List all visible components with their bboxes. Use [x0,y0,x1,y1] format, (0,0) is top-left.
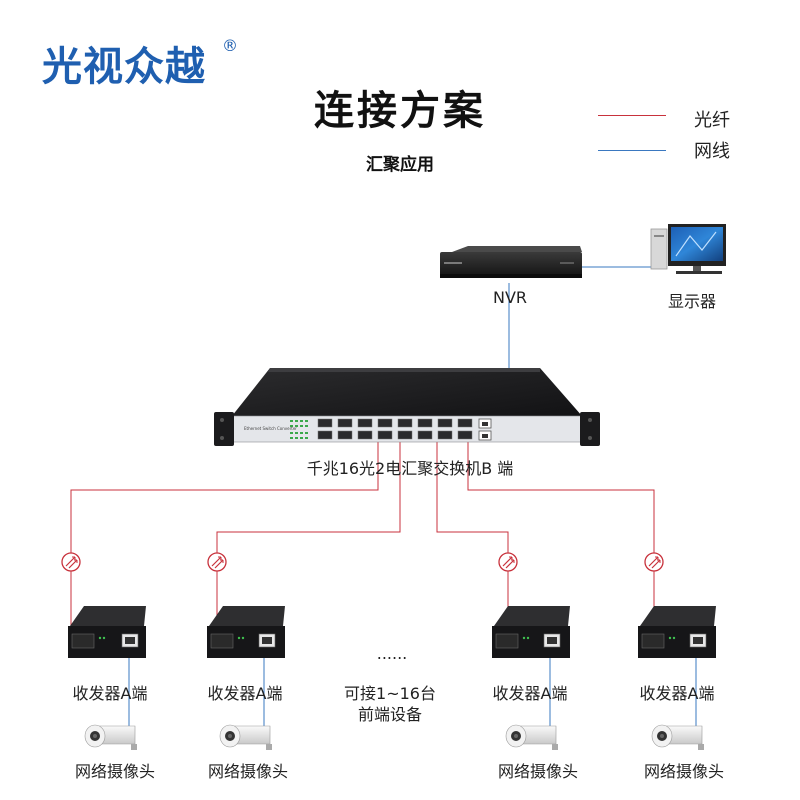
camera-icon [505,724,558,750]
monitor-label: 显示器 [667,292,716,311]
fiber-connector-icon [644,552,664,572]
capacity-label-line2: 前端设备 [357,705,422,724]
transceiver-icons [68,606,716,658]
capacity-label-line1: 可接1~16台 [344,684,436,703]
camera-icon [651,724,704,750]
transceiver-icon [638,606,716,658]
legend-fiber-line [598,115,666,116]
camera-label: 网络摄像头 [74,762,155,781]
camera-label: 网络摄像头 [497,762,578,781]
transceiver-label: 收发器A端 [639,684,715,703]
legend-cable-line [598,150,666,151]
fiber-line-2 [216,440,401,640]
fiber-line-3 [436,440,509,640]
fiber-connector-icons [61,552,664,572]
transceiver-label: 收发器A端 [72,684,148,703]
page-subtitle: 汇聚应用 [366,155,434,175]
camera-icon [219,724,272,750]
fiber-connector-icon [498,552,518,572]
transceiver-label: 收发器A端 [492,684,568,703]
nvr-label: NVR [492,288,528,307]
nvr-device-icon [440,246,582,278]
brand-logo: 光视众越 [42,44,206,90]
page-title: 连接方案 [314,88,486,134]
switch-device-icon [214,368,600,446]
fiber-connector-icon [61,552,81,572]
legend-cable-label: 网线 [694,141,730,162]
camera-label: 网络摄像头 [643,762,724,781]
camera-icon [84,724,137,750]
monitor-pc-icon [650,224,726,274]
cable-lines [128,266,697,732]
fiber-connector-icon [207,552,227,572]
transceiver-icon [207,606,285,658]
legend: 光纤 网线 [598,106,738,166]
registered-mark: ® [222,36,238,55]
camera-label: 网络摄像头 [207,762,288,781]
camera-icons [84,724,704,750]
transceiver-icon [492,606,570,658]
legend-fiber-label: 光纤 [694,110,730,131]
switch-panel-text: Ethernet Switch Converter [244,426,297,431]
ellipsis-label: ...... [376,644,408,663]
transceiver-icon [68,606,146,658]
transceiver-label: 收发器A端 [207,684,283,703]
switch-label: 千兆16光2电汇聚交换机B 端 [306,459,514,478]
